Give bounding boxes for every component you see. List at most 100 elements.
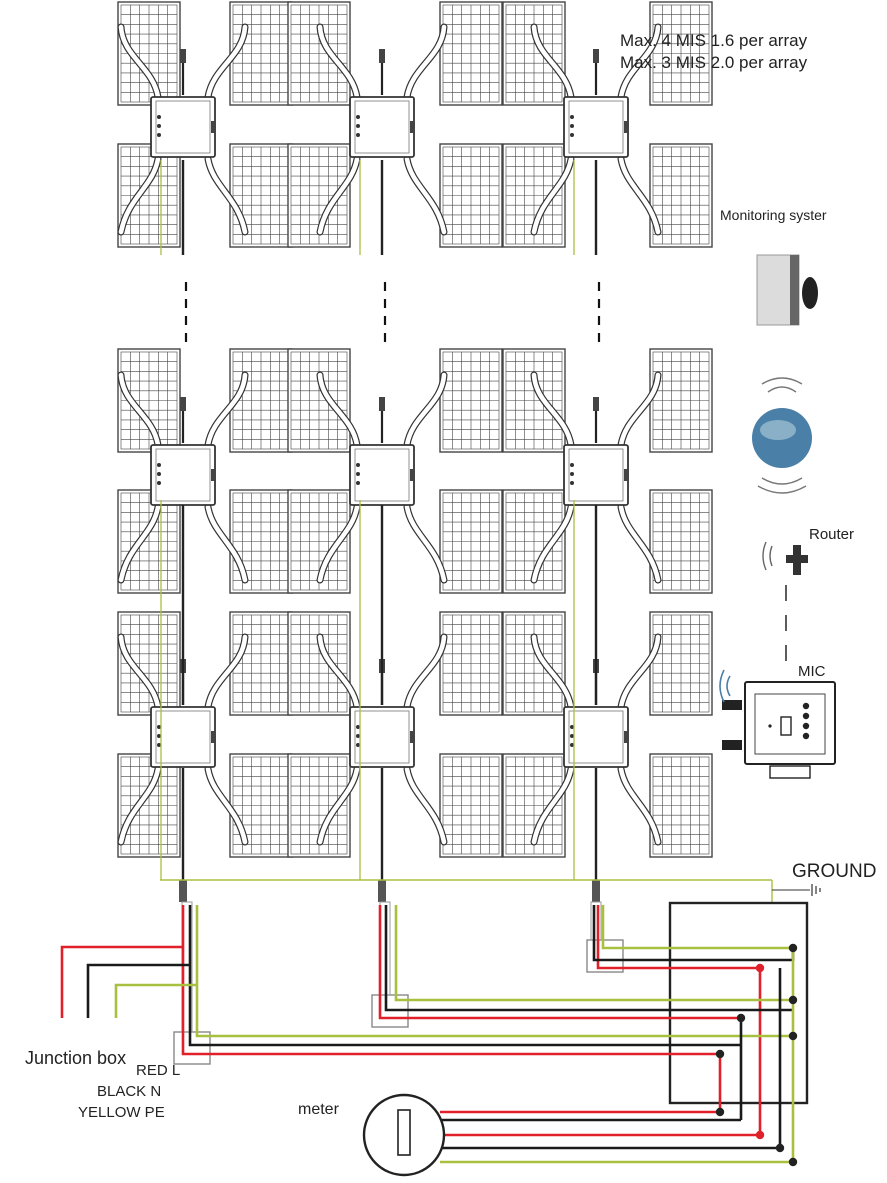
pe-wire [195, 905, 793, 1038]
red-wire [378, 905, 741, 1020]
mic-display [780, 716, 792, 736]
terminal-dot [736, 1013, 746, 1023]
signal-wave [761, 377, 803, 385]
distribution-box [668, 901, 809, 1105]
dc-cable-fill [317, 24, 360, 100]
solar-panel [502, 348, 566, 453]
signal-wave [761, 477, 803, 485]
ac-connector [379, 397, 385, 411]
dc-cable-fill [404, 372, 447, 448]
meter-display [397, 1109, 411, 1156]
dc-cable-fill [118, 634, 161, 710]
dc-cable-fill [404, 634, 447, 710]
dc-cable-fill [317, 634, 360, 710]
dc-cables [117, 23, 662, 846]
microinverter [563, 444, 629, 506]
monitoring-system-label: Monitoring syster [720, 207, 827, 223]
microinverter [150, 96, 216, 158]
dc-cable-fill [618, 766, 661, 845]
signal-wave [719, 669, 725, 703]
solar-panel [229, 1, 293, 106]
cable-end-cap [179, 880, 187, 902]
solar-panel [117, 611, 181, 716]
solar-panel [229, 143, 293, 248]
signal-wave [726, 675, 731, 697]
solar-panel [439, 1, 503, 106]
mains-black-wire [86, 963, 190, 1018]
dc-cable-fill [531, 24, 574, 100]
mic-led [802, 712, 810, 720]
mic-led [802, 702, 810, 710]
dc-cable-fill [118, 156, 161, 235]
microinverter [349, 444, 415, 506]
red-wire-label: RED L [136, 1062, 181, 1079]
microinverter [563, 706, 629, 768]
solar-panel [117, 489, 181, 594]
mic-label: MIC [798, 663, 826, 680]
dc-cable-fill [618, 372, 661, 448]
solar-panel [439, 611, 503, 716]
microinverter [150, 444, 216, 506]
solar-panel-array [117, 1, 713, 858]
dc-cable-fill [205, 766, 248, 845]
router-label: Router [809, 526, 855, 543]
dc-cable-fill [618, 156, 661, 235]
monitoring-devices [719, 254, 836, 779]
mic-panel [754, 693, 826, 755]
solar-panel [287, 348, 351, 453]
solar-panel [229, 753, 293, 858]
microinverter [150, 706, 216, 768]
mic-base [769, 765, 811, 779]
dc-cable-fill [531, 634, 574, 710]
solar-panel [439, 489, 503, 594]
dc-cable-fill [205, 634, 248, 710]
ac-connector [593, 397, 599, 411]
microinverter [563, 96, 629, 158]
mains-pe-wire [114, 983, 197, 1018]
terminal-dot [755, 1130, 765, 1140]
microinverter [349, 96, 415, 158]
dc-cable-fill [205, 372, 248, 448]
yellow-wire-label: YELLOW PE [78, 1104, 165, 1121]
pe-wire [601, 905, 793, 950]
dc-cable-fill [404, 766, 447, 845]
terminal-dot [788, 1157, 798, 1167]
microinverter-group [150, 96, 629, 768]
solar-panel [229, 489, 293, 594]
red-wire [596, 905, 762, 1135]
junction-box-label: Junction box [25, 1048, 127, 1068]
ac-wiring [60, 901, 809, 1177]
ground-label: GROUND [792, 861, 877, 882]
solar-panel [117, 1, 181, 106]
black-wire [384, 905, 793, 1012]
dc-cable-fill [317, 766, 360, 845]
cable-end-cap [592, 880, 600, 902]
solar-panel [439, 753, 503, 858]
black-wire-label: BLACK N [97, 1083, 162, 1100]
mic-led [802, 732, 810, 740]
ac-connector [593, 49, 599, 63]
dc-cable-fill [531, 156, 574, 235]
signal-wave [767, 386, 797, 393]
cable-end-cap [378, 880, 386, 902]
mic-power-connector [722, 740, 742, 750]
dc-cable-fill [317, 504, 360, 583]
terminal-dot [788, 943, 798, 953]
mic-led [802, 722, 810, 730]
dc-cable-fill [317, 156, 360, 235]
solar-panel [287, 1, 351, 106]
solar-panel [439, 143, 503, 248]
globe-land [760, 420, 796, 440]
drop-cable-sheath [590, 901, 602, 941]
solar-panel [439, 348, 503, 453]
solar-panel [229, 611, 293, 716]
dc-cable-fill [404, 504, 447, 583]
router-body [786, 555, 808, 563]
solar-panel [649, 489, 713, 594]
mic-dot [768, 724, 772, 728]
dc-cable-fill [205, 504, 248, 583]
solar-panel [649, 1, 713, 106]
solar-panel [502, 611, 566, 716]
dc-cable-fill [118, 24, 161, 100]
dc-cable-fill [317, 372, 360, 448]
